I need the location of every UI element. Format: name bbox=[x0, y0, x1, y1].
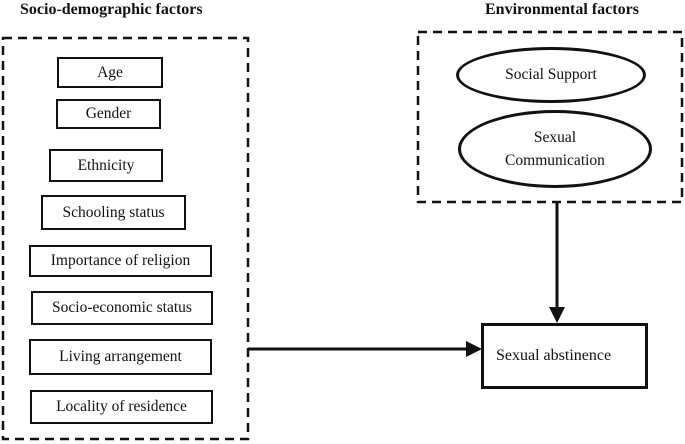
environmental-heading: Environmental factors bbox=[485, 1, 639, 18]
environmental-group-border bbox=[416, 30, 684, 204]
outcome-box-sexual-abstinence: Sexual abstinence bbox=[481, 323, 648, 389]
factor-ellipse-social-support-label: Social Support bbox=[505, 66, 597, 83]
factor-box-gender: Gender bbox=[56, 99, 161, 129]
factor-ellipse-sexual-communication: Sexual Communication bbox=[458, 110, 652, 188]
factor-box-age: Age bbox=[57, 57, 163, 88]
arrow-environmental-to-outcome bbox=[549, 203, 565, 323]
factor-box-schooling-status: Schooling status bbox=[41, 195, 186, 230]
factor-box-living-arrangement: Living arrangement bbox=[29, 339, 212, 375]
factor-ellipse-sexual-communication-label: Sexual Communication bbox=[505, 128, 605, 169]
socio-demographic-heading: Socio-demographic factors bbox=[20, 1, 203, 18]
arrow-socio-to-outcome bbox=[248, 341, 482, 357]
factor-box-importance-of-religion: Importance of religion bbox=[29, 245, 212, 277]
outcome-label: Sexual abstinence bbox=[496, 347, 612, 364]
socio-demographic-group-border bbox=[1, 36, 250, 441]
factor-box-socio-economic-status: Socio-economic status bbox=[31, 291, 213, 325]
factor-box-ethnicity: Ethnicity bbox=[49, 149, 163, 182]
factor-ellipse-social-support: Social Support bbox=[456, 47, 646, 103]
factor-box-locality-of-residence: Locality of residence bbox=[30, 390, 213, 424]
